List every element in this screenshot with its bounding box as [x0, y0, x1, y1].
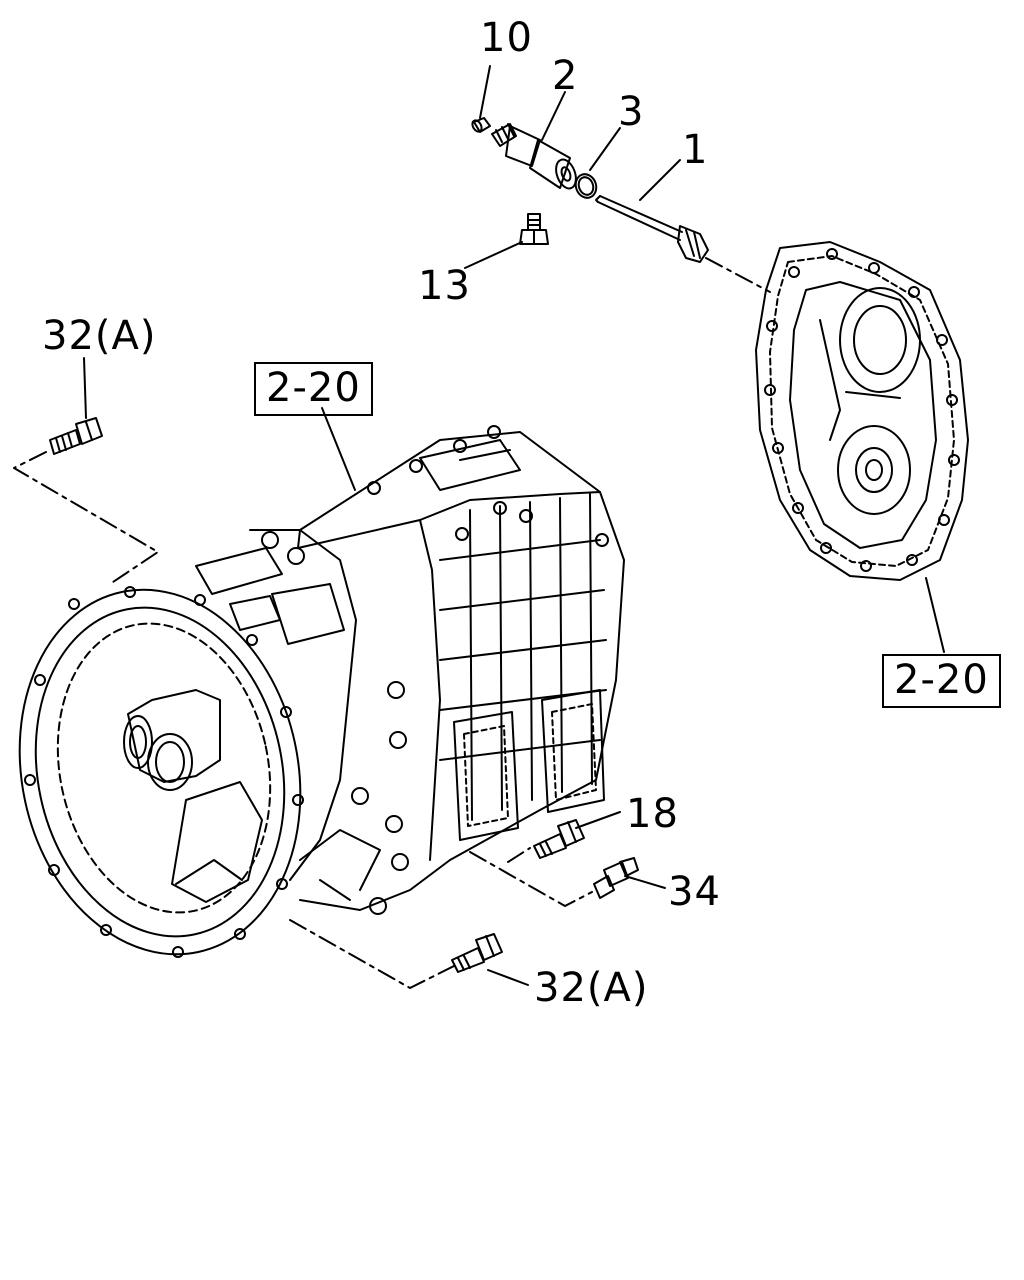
- leader-lines: [83, 65, 945, 986]
- callout-32a-top: 32(A): [42, 313, 157, 359]
- rear-cover: [755, 241, 969, 581]
- callout-13: 13: [418, 263, 471, 309]
- callout-32a-bottom: 32(A): [534, 965, 649, 1011]
- bolt-part-32a-top: [49, 417, 103, 455]
- case-ribs: [439, 493, 607, 821]
- callout-2: 2: [552, 53, 579, 99]
- callout-1: 1: [682, 127, 709, 173]
- fitting-part-13: [519, 213, 549, 245]
- callout-34: 34: [668, 869, 721, 915]
- callout-3: 3: [618, 89, 645, 135]
- bolt-part-18: [533, 819, 585, 859]
- shaft-part-1: [595, 195, 709, 263]
- transmission-case: [18, 425, 625, 958]
- reference-box-left: 2-20: [254, 362, 373, 416]
- bolt-part-32a-bottom: [451, 933, 503, 973]
- callout-18: 18: [626, 791, 679, 837]
- plug-part-10: [471, 117, 491, 133]
- reference-box-right: 2-20: [882, 654, 1001, 708]
- assembly-lines: [13, 257, 771, 989]
- stud-part-34: [593, 857, 639, 899]
- callout-10: 10: [480, 15, 533, 61]
- sensor-part-2: [491, 123, 577, 190]
- oring-part-3: [574, 173, 598, 199]
